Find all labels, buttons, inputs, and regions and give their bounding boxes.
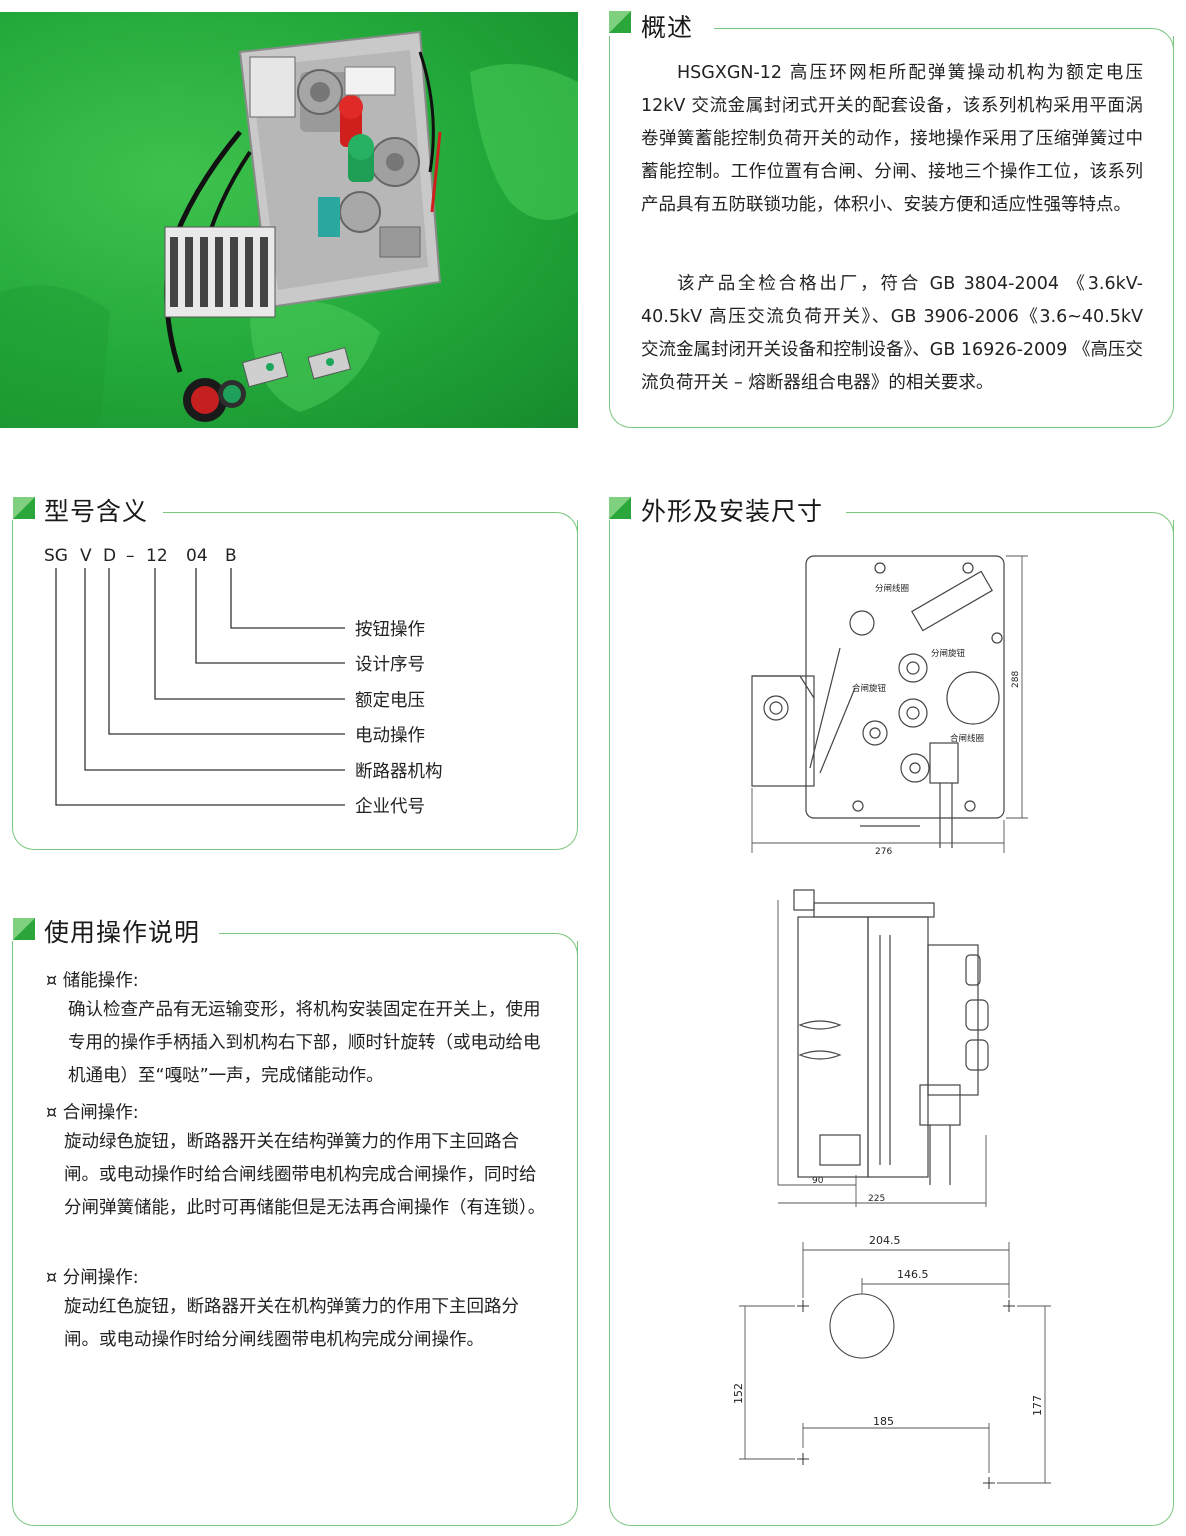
- model-leader-lines: [55, 568, 345, 806]
- model-code-04: 04: [186, 546, 208, 566]
- usage-item-3-title: ¤ 分闸操作:: [46, 1268, 139, 1288]
- label-close-knob: 合闸旋钮: [852, 683, 887, 694]
- bullet-icon: ¤: [46, 1103, 58, 1123]
- label-open-knob: 分闸旋钮: [931, 648, 966, 659]
- model-label-rated-voltage: 额定电压: [355, 691, 425, 711]
- model-code-d: D: [103, 546, 117, 566]
- usage-title: 使用操作说明: [44, 918, 201, 947]
- overview-paragraph-2: 该产品全检合格出厂，符合 GB 3804-2004 《3.6kV-40.5kV …: [641, 274, 1143, 393]
- dimensions-title: 外形及安装尺寸: [641, 497, 824, 526]
- label-close-coil: 合闸线圈: [950, 733, 984, 744]
- model-code-sg: SG: [44, 546, 68, 566]
- model-title: 型号含义: [44, 497, 149, 526]
- side-view-drawing: 90 225: [777, 889, 989, 1207]
- model-code-v: V: [80, 546, 92, 566]
- dim-mount-185: 185: [873, 1415, 894, 1428]
- bullet-icon: ¤: [46, 971, 58, 991]
- model-label-breaker-mechanism: 断路器机构: [355, 762, 443, 782]
- model-code-b: B: [225, 546, 237, 566]
- dim-mount-177: 177: [1031, 1395, 1044, 1416]
- overview-title: 概述: [641, 13, 694, 42]
- front-view-drawing: 分闸线圈 分闸旋钮 合闸旋钮 合闸线圈 276 288: [751, 555, 1028, 857]
- model-code-dash: –: [126, 546, 135, 566]
- product-photo: [0, 12, 578, 428]
- model-frame: [12, 520, 578, 850]
- dim-mount-152: 152: [732, 1383, 745, 1404]
- usage-item-2-body: 旋动绿色旋钮，断路器开关在结构弹簧力的作用下主回路合闸。或电动操作时给合闸线圈带…: [64, 1132, 546, 1218]
- dimensions-frame: [609, 520, 1174, 1526]
- mounting-drawing: 204.5 146.5 185 152 177: [732, 1234, 1051, 1489]
- model-label-design-serial: 设计序号: [355, 655, 425, 675]
- dim-mount-204-5: 204.5: [869, 1234, 901, 1247]
- section-marker-icon: [609, 497, 631, 519]
- usage-item-3-body: 旋动红色旋钮，断路器开关在机构弹簧力的作用下主回路分闸。或电动操作时给分闸线圈带…: [64, 1297, 519, 1350]
- dim-front-height: 288: [1011, 671, 1021, 688]
- usage-item-1-title: ¤ 储能操作:: [46, 971, 139, 991]
- model-code-12: 12: [146, 546, 168, 566]
- usage-item-2-title: ¤ 合闸操作:: [46, 1103, 139, 1123]
- dim-side-90: 90: [812, 1176, 824, 1186]
- model-label-button-operation: 按钮操作: [355, 620, 425, 640]
- usage-frame: [12, 941, 578, 1526]
- section-marker-icon: [609, 11, 631, 33]
- label-open-coil: 分闸线圈: [875, 583, 909, 594]
- dim-side-225: 225: [868, 1194, 885, 1204]
- frame-line: [714, 28, 1152, 29]
- dim-front-width: 276: [875, 847, 892, 857]
- model-label-company-code: 企业代号: [355, 797, 425, 817]
- dim-mount-146-5: 146.5: [897, 1268, 929, 1281]
- section-marker-icon: [13, 497, 35, 519]
- model-label-electric-operation: 电动操作: [355, 726, 425, 746]
- bullet-icon: ¤: [46, 1268, 58, 1288]
- overview-frame: [609, 36, 1174, 428]
- usage-item-1-body: 确认检查产品有无运输变形，将机构安装固定在开关上，使用专用的操作手柄插入到机构右…: [68, 1000, 541, 1086]
- mechanism-image: [164, 30, 442, 422]
- overview-paragraph-1: HSGXGN-12 高压环网柜所配弹簧操动机构为额定电压12kV 交流金属封闭式…: [641, 63, 1143, 215]
- section-marker-icon: [13, 918, 35, 940]
